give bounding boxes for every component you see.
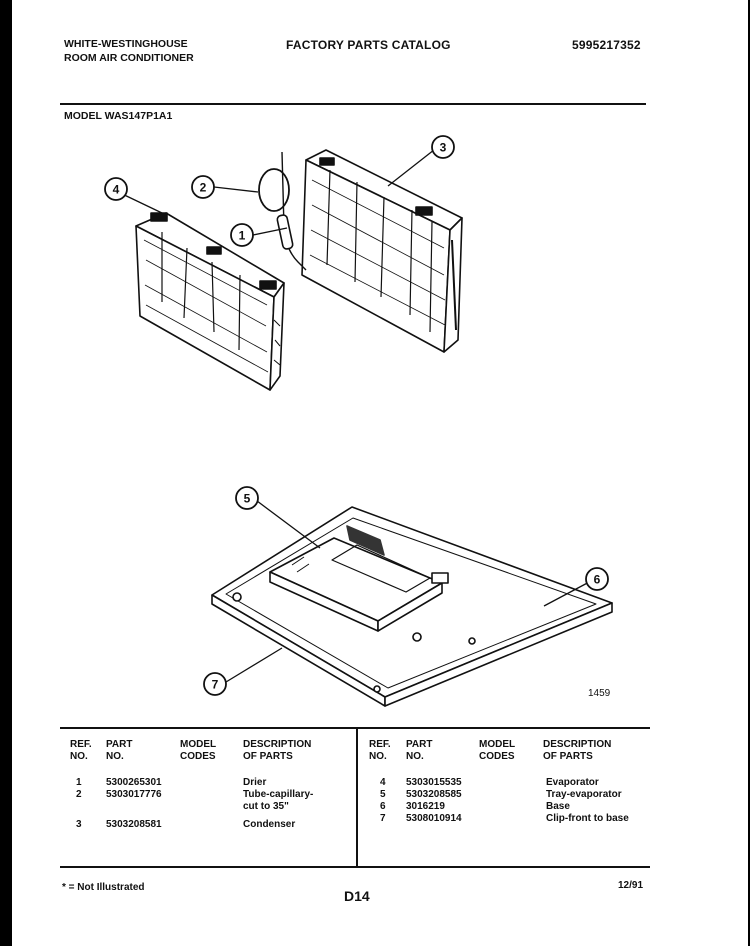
callout-4-circle [104, 177, 128, 201]
table-bottom-rule [60, 866, 650, 868]
table-divider [356, 729, 358, 866]
right-row-2-desc: Tray-evaporator [546, 789, 622, 800]
callout-3-label: 3 [440, 141, 447, 155]
revision-date: 12/91 [618, 880, 644, 891]
right-row-3-desc: Base [546, 801, 570, 812]
callout-5-circle [235, 486, 259, 510]
right-row-3-ref: 6 [380, 801, 386, 812]
table-top-rule [60, 727, 650, 729]
catalog-number: 5995217352 [572, 38, 641, 52]
header-ref-left: REF.NO. [70, 739, 92, 762]
parts-catalog-page: WHITE-WESTINGHOUSE ROOM AIR CONDITIONER … [12, 0, 748, 946]
callout-6-circle [585, 567, 609, 591]
header-ref-right: REF.NO. [369, 739, 391, 762]
leader-6 [543, 579, 594, 607]
leader-1 [252, 227, 288, 236]
leader-5 [248, 494, 321, 549]
leader-3 [387, 145, 440, 187]
leader-7 [225, 647, 283, 683]
left-row-3-ref: 3 [76, 819, 82, 830]
model-label: MODEL WAS147P1A1 [64, 110, 173, 122]
exploded-parts-diagram: 4 2 1 3 5 6 7 [104, 135, 613, 707]
right-row-1-part: 5303015535 [406, 777, 462, 788]
right-row-3-part: 3016219 [406, 801, 445, 812]
callout-4-label: 4 [113, 183, 120, 197]
brand-line-2: ROOM AIR CONDITIONER [64, 52, 194, 64]
left-row-2-desc: Tube-capillary-cut to 35" [243, 789, 314, 812]
catalog-title: FACTORY PARTS CATALOG [286, 38, 451, 52]
left-row-2-ref: 2 [76, 789, 82, 800]
right-row-2-ref: 5 [380, 789, 386, 800]
callout-7-label: 7 [212, 678, 219, 692]
right-row-1-desc: Evaporator [546, 777, 599, 788]
right-row-4-part: 5308010914 [406, 813, 462, 824]
callout-1-label: 1 [239, 229, 246, 243]
tray-evaporator-illustration [269, 525, 449, 632]
drier-illustration [276, 214, 294, 250]
right-row-4-ref: 7 [380, 813, 386, 824]
callout-5-label: 5 [244, 492, 251, 506]
footnote: * = Not Illustrated [62, 882, 145, 893]
page-number: D14 [344, 888, 370, 904]
left-row-3-part: 5303208581 [106, 819, 162, 830]
callout-7-circle [203, 672, 227, 696]
callout-1-circle [230, 223, 254, 247]
condenser-illustration [301, 149, 463, 353]
callout-6-label: 6 [594, 573, 601, 587]
right-row-2-part: 5303208585 [406, 789, 462, 800]
left-row-3-desc: Condenser [243, 819, 296, 830]
left-row-1-ref: 1 [76, 777, 82, 788]
callout-3-circle [431, 135, 455, 159]
left-row-2-part: 5303017776 [106, 789, 162, 800]
leader-2 [213, 186, 259, 193]
capillary-tube-loop [258, 168, 290, 212]
figure-number: 1459 [588, 688, 611, 699]
evaporator-illustration [135, 212, 285, 391]
right-row-4-desc: Clip-front to base [546, 813, 629, 824]
right-row-1-ref: 4 [380, 777, 386, 788]
left-row-1-part: 5300265301 [106, 777, 162, 788]
callout-2-circle [191, 175, 215, 199]
callout-2-label: 2 [200, 181, 207, 195]
header-rule [60, 103, 646, 105]
brand-line-1: WHITE-WESTINGHOUSE [64, 38, 188, 50]
left-row-1-desc: Drier [243, 777, 267, 788]
